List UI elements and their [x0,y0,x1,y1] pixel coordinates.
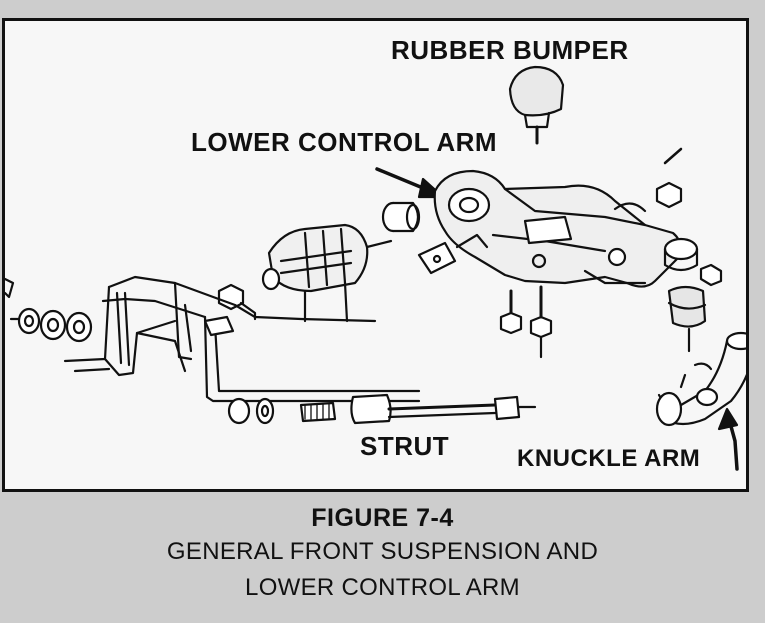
upper-bolt-nut [655,147,723,287]
lower-bolts [499,285,553,359]
rubber-bumper-label: RUBBER BUMPER [391,35,629,65]
frame-bracket [63,275,421,403]
strut-bushing [381,201,421,233]
strut-label: STRUT [360,431,450,461]
caption-line-2: LOWER CONTROL ARM [245,574,520,601]
strut-rod-lower [227,393,537,425]
knuckle-arm-part [655,331,746,427]
suspension-diagram [5,65,746,471]
caption-line-1: GENERAL FRONT SUSPENSION AND [166,538,599,565]
strut-nut [217,267,281,311]
lower-control-arm-label: LOWER CONTROL ARM [191,127,498,157]
figure-frame: RUBBER BUMPER LOWER CONTROL ARM STRUT KN… [2,18,749,492]
ball-joint-part [667,285,707,353]
knuckle-arm-arrow [717,407,739,471]
lower-control-arm-part [433,169,682,288]
strut-connectors [303,281,349,323]
arm-bracket [417,233,489,275]
rubber-bumper-part [508,65,565,145]
small-spacer [203,315,235,337]
left-washers [5,277,93,343]
figure-number: FIGURE 7-4 [311,504,454,532]
knuckle-arm-label: KNUCKLE ARM [517,445,701,472]
lower-control-arm-arrow [375,167,445,199]
strut-rod-housing [267,223,393,293]
